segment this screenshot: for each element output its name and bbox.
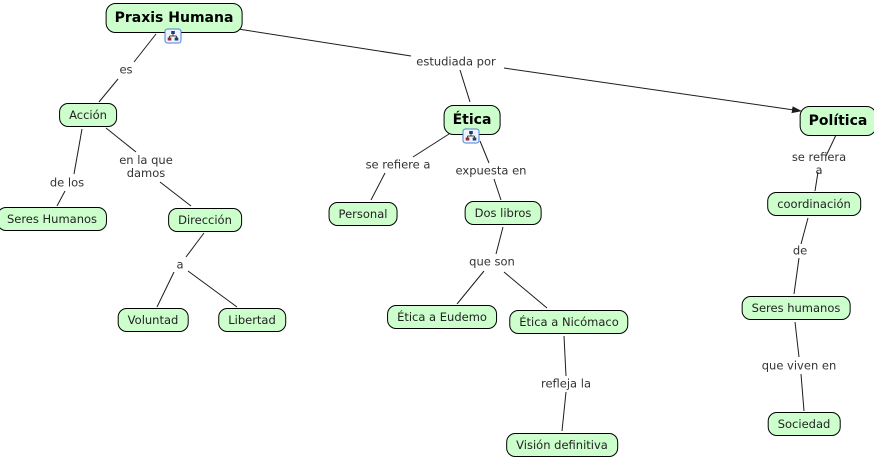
edge-nicomaco-refleja [563,335,567,377]
node-direccion[interactable]: Dirección [168,208,242,232]
edge-coordinacion-de [800,217,809,245]
phrase-expuesta-en[interactable]: expuesta en [455,163,527,178]
edge-queson-nicomaco [503,271,548,309]
node-coordinacion[interactable]: coordinación [767,192,861,216]
node-etica-a-nicomaco[interactable]: Ética a Nicómaco [509,310,629,334]
node-personal[interactable]: Personal [328,202,398,226]
phrase-se-refiere-a[interactable]: se refiere a [365,157,431,172]
phrase-se-refiera-a[interactable]: se refiera a [791,149,847,177]
edge-expuesta-doslibros [493,178,502,201]
edge-etica-serefiere [412,133,450,158]
node-seres-humanos[interactable]: Seres Humanos [0,207,108,231]
edge-queviven-sociedad [800,373,805,412]
node-praxis-humana[interactable]: Praxis Humana [105,3,243,33]
edge-de-sereshumanos2 [793,257,800,295]
edge-etica-expuesta [479,140,490,164]
edge-praxis-es [133,33,157,63]
edge-serefiere-personal [370,172,386,201]
edge-a-libertad [187,270,238,308]
edge-refleja-vision [561,391,567,432]
phrase-que-son[interactable]: que son [469,254,515,269]
edge-accion-delos [73,128,83,175]
phrase-en-la-que-damos[interactable]: en la que damos [119,152,173,180]
phrase-refleja-la[interactable]: refleja la [540,376,592,391]
phrase-es[interactable]: es [119,62,133,77]
phrase-de-los[interactable]: de los [49,175,85,190]
edge-sereshumanos2-queviven [794,321,800,358]
node-politica[interactable]: Política [799,106,874,136]
node-dos-libros[interactable]: Dos libros [464,201,542,225]
node-voluntad[interactable]: Voluntad [117,308,189,332]
edge-estudiada-etica [459,69,471,103]
node-libertad[interactable]: Libertad [218,308,286,332]
edge-es-accion [98,78,119,103]
edge-queson-eudemo [456,270,485,305]
node-vision-definitiva[interactable]: Visión definitiva [506,433,618,457]
edge-accion-enlaque [105,127,137,153]
linked-cmap-icon[interactable] [462,128,480,144]
phrase-a[interactable]: a [176,257,184,272]
node-seres-humanos-2[interactable]: Seres humanos [741,296,851,320]
edge-delos-sereshumanos [56,190,66,207]
node-etica-a-eudemo[interactable]: Ética a Eudemo [387,305,497,329]
edge-enlaque-direccion [159,181,192,207]
edge-estudiada-politica-arrow [503,67,802,114]
node-accion[interactable]: Acción [59,103,117,127]
edge-direccion-a [185,232,205,258]
node-sociedad[interactable]: Sociedad [767,412,841,436]
phrase-que-viven-en[interactable]: que viven en [761,358,837,373]
edge-doslibros-queson [495,226,504,255]
phrase-de[interactable]: de [792,243,808,258]
phrase-estudiada-por[interactable]: estudiada por [416,54,496,69]
linked-cmap-icon[interactable] [164,28,182,44]
edge-a-voluntad [156,271,175,308]
edge-praxis-estudiada [237,28,412,57]
